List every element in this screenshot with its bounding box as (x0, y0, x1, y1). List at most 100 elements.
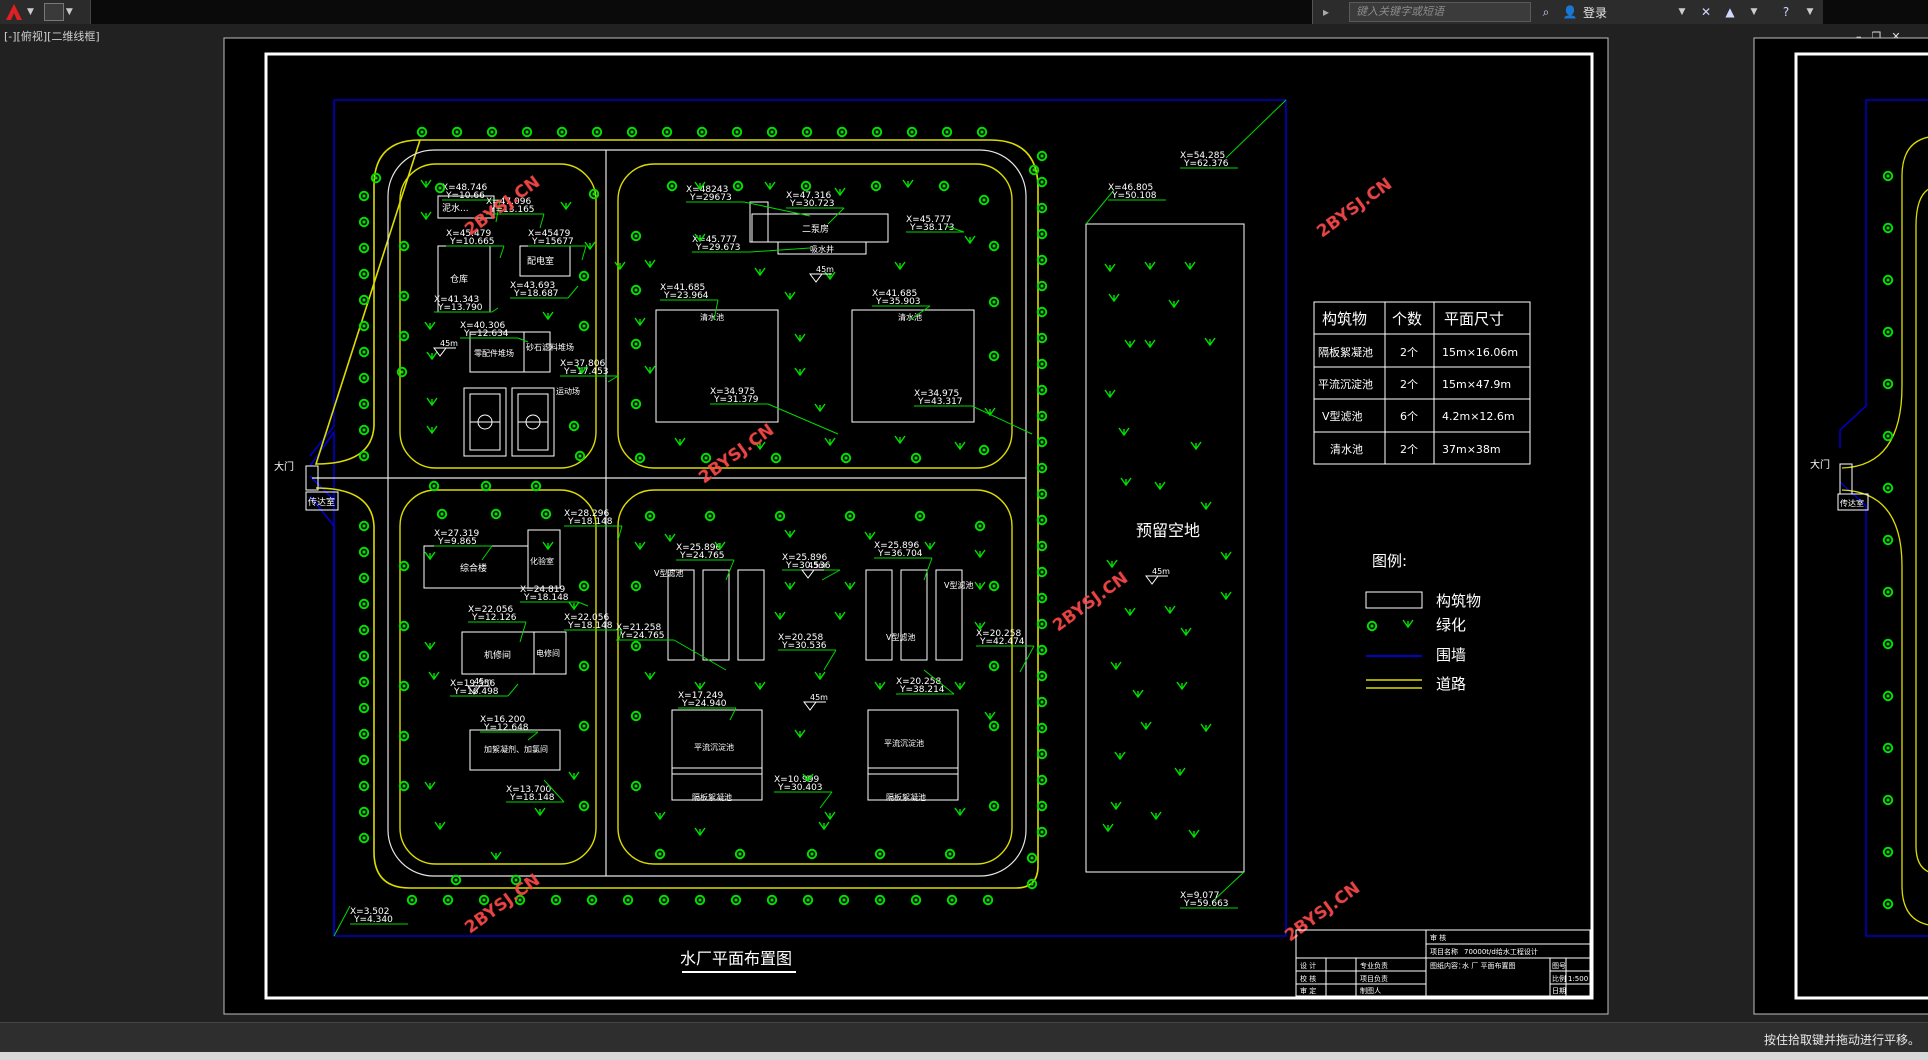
quick-access-chevron-down-icon[interactable]: ▼ (65, 7, 73, 17)
restore-icon[interactable]: ❐ (1871, 30, 1882, 43)
minimize-icon[interactable]: – (1856, 30, 1862, 43)
legend: 图例: 构筑物 绿化 围墙 道路 (1365, 552, 1481, 693)
leader-corner-ne (1225, 99, 1287, 159)
coordinate-x: X=21.258 (616, 623, 661, 633)
coordinate-y: Y=12.634 (463, 329, 509, 339)
gate-label: 大门 (274, 460, 294, 473)
binoculars-icon[interactable]: ⌕ (1542, 4, 1550, 19)
block-ne (617, 163, 1013, 469)
right-gate-label: 大门 (1810, 458, 1830, 471)
expand-arrow-icon[interactable]: ▸ (1322, 5, 1330, 19)
coordinate-x: X=45479 (528, 229, 571, 239)
coordinate-x: X=47.316 (786, 191, 831, 201)
boundary-wall-left (309, 100, 335, 936)
building-lab-label: 化验室 (530, 556, 554, 566)
login-chevron-down-icon[interactable]: ▼ (1678, 7, 1686, 17)
building-power-label: 配电室 (527, 255, 554, 267)
coordinate-y: Y=10.665 (449, 237, 495, 247)
coordinate-y: Y=18.687 (513, 289, 559, 299)
sports-courts (463, 387, 555, 457)
coordinate-x: X=43.693 (510, 281, 555, 291)
sports-label: 运动场 (556, 386, 580, 396)
exchange-apps-icon[interactable]: ✕ (1700, 5, 1712, 19)
main-gate (305, 465, 319, 491)
elevation-label: 45m (440, 339, 458, 348)
v-filter-label-3: V型滤池 (944, 580, 973, 590)
building-suction (777, 241, 867, 255)
tb-discipline-lead: 专业负责 (1360, 961, 1388, 970)
guard-room-label: 传达室 (308, 496, 335, 508)
legend-structure-swatch (1365, 591, 1423, 609)
close-icon[interactable]: ✕ (1891, 30, 1901, 43)
application-menu[interactable]: ▼ ▼ (0, 0, 91, 24)
app-menu-chevron-down-icon[interactable]: ▼ (27, 7, 34, 17)
v-filter-label-1: V型滤池 (654, 568, 683, 578)
tb-date: 日期 (1552, 987, 1566, 995)
coordinate-y: Y=30.403 (777, 783, 823, 793)
a360-chevron-down-icon[interactable]: ▼ (1750, 7, 1758, 17)
login-button[interactable]: 登录 (1583, 5, 1608, 20)
infocenter-bar: ▸ 键入关键字或短语 ⌕ 👤 登录 ▼ ✕ ▲ ▼ ? ▼ (1312, 0, 1823, 24)
coordinate-x: X=34.975 (914, 389, 959, 399)
coordinate-y: Y=62.376 (1183, 159, 1229, 169)
user-icon[interactable]: 👤 (1562, 5, 1578, 19)
coordinate-x: X=48243 (686, 185, 728, 195)
coordinate-y: Y=18.148 (567, 621, 613, 631)
legend-road-label: 道路 (1436, 675, 1466, 693)
elevation-mark: 45m (809, 265, 834, 283)
right-guard-label: 传达室 (1840, 498, 1864, 508)
coordinate-x: X=54.285 (1180, 151, 1225, 161)
coordinate-y: Y=24.765 (679, 551, 725, 561)
coordinate-x: X=45.777 (906, 215, 951, 225)
app-logo-icon[interactable] (3, 1, 25, 23)
elevation-mark: 45m (1145, 567, 1170, 585)
coordinate-x: X=41.685 (872, 289, 917, 299)
tb-content-value: 水 厂 平面布置图 (1462, 961, 1515, 970)
viewport-controls[interactable]: [-][俯视][二维线框] (4, 30, 100, 43)
coordinate-x: X=22.056 (468, 605, 513, 615)
coordinate-y: Y=18.148 (509, 793, 555, 803)
coordinate-y: Y=18.148 (567, 517, 613, 527)
tb-design: 设 计 (1300, 961, 1316, 970)
a360-icon[interactable]: ▲ (1725, 5, 1735, 19)
building-dosing (469, 729, 561, 771)
coordinate-x: X=16.200 (480, 715, 525, 725)
table-cell: 2个 (1400, 378, 1418, 391)
tb-review: 审 核 (1430, 933, 1446, 942)
quick-access-icon[interactable] (43, 3, 64, 21)
status-bar: 按住拾取键并拖动进行平移。 (0, 1022, 1928, 1053)
table-cell: 6个 (1400, 410, 1418, 423)
tb-scale-value: 1:500 (1568, 975, 1588, 983)
elevation-label: 45m (808, 561, 826, 570)
tb-drafter: 制图人 (1360, 986, 1381, 995)
help-chevron-down-icon[interactable]: ▼ (1806, 7, 1814, 17)
v-filter-5 (900, 569, 928, 661)
search-input[interactable]: 键入关键字或短语 (1349, 2, 1531, 22)
coordinate-x: X=47.096 (486, 197, 531, 207)
drawing-canvas[interactable]: 大门 传达室 大门 传达室 泥水... 仓库 配电室 零配件堆场 砂石滤料堆场 … (0, 26, 1928, 1022)
coordinate-x: X=40.306 (460, 321, 505, 331)
legend-structure-label: 构筑物 (1436, 592, 1481, 610)
elevation-label: 45m (816, 265, 834, 274)
coordinate-y: Y=29.673 (695, 243, 741, 253)
coordinate-y: Y=10.66 (445, 191, 485, 201)
help-icon[interactable]: ? (1782, 5, 1790, 19)
tb-approve: 审 定 (1300, 986, 1316, 995)
coordinate-y: Y=30.536 (785, 561, 831, 571)
table-cell: 清水池 (1330, 443, 1363, 456)
coordinate-y: Y=38.214 (899, 685, 945, 695)
